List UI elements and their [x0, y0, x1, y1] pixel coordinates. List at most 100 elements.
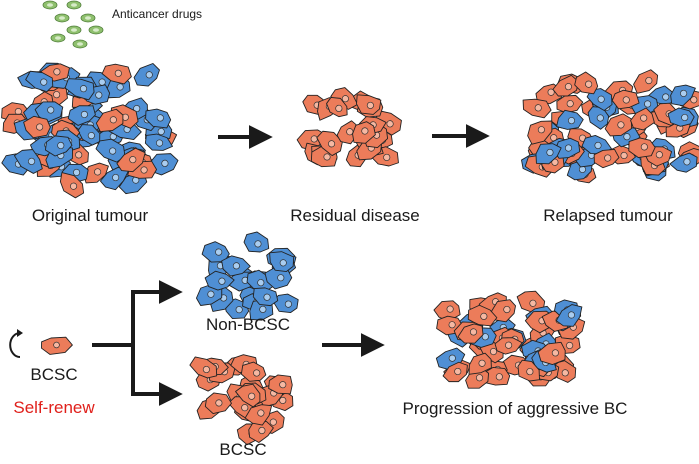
cell-nucleus: [161, 159, 169, 167]
bcsc-cell: [527, 120, 553, 145]
bcsc-cell: [556, 94, 584, 114]
cell-nucleus: [258, 426, 266, 435]
bcsc-cell: [41, 336, 73, 355]
bcsc-cell: [467, 304, 498, 327]
cell-nucleus: [94, 168, 102, 176]
bcsc-cell: [574, 71, 599, 95]
cell-nucleus: [341, 95, 349, 103]
non-bcsc-cell: [555, 304, 583, 327]
cell-nucleus: [454, 367, 462, 376]
cell-nucleus: [585, 80, 593, 88]
non-bcsc-cell: [67, 105, 96, 126]
non-bcsc-cell: [269, 251, 295, 272]
cell-nucleus: [640, 114, 648, 122]
cell-nucleus: [495, 373, 503, 381]
cell-nucleus: [662, 93, 670, 101]
cell-nucleus: [328, 140, 336, 148]
bcsc-cell: [95, 108, 124, 133]
cell-nucleus: [232, 262, 240, 270]
bcsc-cell: [189, 356, 218, 379]
cell-nucleus: [284, 300, 292, 308]
cell-nucleus: [40, 78, 48, 86]
cell-nucleus: [241, 404, 249, 412]
cell-nucleus: [87, 132, 95, 140]
cell-nucleus: [53, 341, 60, 349]
cell-nucleus: [145, 71, 153, 79]
non-bcsc-cell: [144, 133, 173, 151]
aggressive-bc-cluster: [433, 290, 586, 389]
non-bcsc-cell: [554, 137, 581, 159]
cell-nucleus: [597, 95, 605, 103]
cell-nucleus: [109, 116, 117, 124]
non-bcsc-cell: [243, 231, 270, 253]
original-tumour-label: Original tumour: [31, 206, 149, 225]
bcsc-cell: [537, 341, 566, 365]
cell-nucleus: [114, 69, 122, 77]
non-bcsc-cell: [99, 166, 130, 191]
cell-nucleus: [36, 123, 44, 131]
non-bcsc-cell: [264, 266, 293, 290]
cell-nucleus: [683, 158, 691, 166]
bcsc-cell: [59, 172, 85, 199]
bcsc-cell: [494, 337, 523, 355]
non-bcsc-cell: [145, 108, 172, 129]
cell-nucleus: [156, 114, 164, 122]
bcsc-cell: [240, 361, 267, 382]
cell-nucleus: [620, 151, 628, 160]
non-bcsc-cell: [535, 143, 562, 165]
bcsc-cell: [522, 98, 552, 119]
cell-nucleus: [248, 392, 256, 400]
single-bcsc-cell: [41, 336, 73, 355]
non-bcsc-cell: [221, 255, 251, 277]
bcsc-cell: [374, 110, 402, 136]
progression-label: Progression of aggressive BC: [402, 399, 628, 418]
non-bcsc-cluster: [195, 231, 299, 321]
cell-nucleus: [112, 173, 120, 182]
cell-nucleus: [140, 166, 148, 174]
non-bcsc-cell: [64, 78, 95, 101]
cell-nucleus: [386, 120, 394, 128]
bcsc-cell: [552, 74, 579, 97]
cell-nucleus: [567, 117, 576, 125]
cell-nucleus: [448, 354, 456, 362]
non-bcsc-cell: [133, 63, 160, 87]
bcsc-cell: [630, 107, 655, 131]
non-bcsc-cell: [44, 135, 73, 157]
residual-disease-label: Residual disease: [290, 206, 420, 225]
cell-nucleus: [235, 306, 243, 314]
cell-nucleus: [567, 311, 575, 319]
bcsc-cell: [517, 359, 540, 382]
bcsc-cell: [433, 300, 461, 322]
non-bcsc-cell: [587, 106, 610, 130]
cell-nucleus: [75, 151, 83, 159]
non-bcsc-cell: [667, 107, 695, 127]
non-bcsc-cell: [95, 138, 126, 163]
cell-nucleus: [95, 91, 103, 99]
cell-nucleus: [564, 144, 573, 152]
cell-nucleus: [383, 153, 391, 161]
cell-nucleus: [257, 409, 265, 417]
cell-nucleus: [80, 110, 88, 119]
bcsc-cell: [235, 383, 261, 408]
cell-nucleus: [655, 151, 663, 159]
cell-nucleus: [366, 101, 374, 109]
cell-nucleus: [70, 182, 78, 190]
cell-nucleus: [361, 127, 369, 135]
cell-nucleus: [73, 168, 81, 176]
cell-nucleus: [690, 96, 698, 104]
cell-nucleus: [622, 96, 630, 104]
cell-nucleus: [681, 113, 689, 122]
cell-nucleus: [478, 359, 486, 367]
cell-nucleus: [157, 127, 165, 136]
cell-nucleus: [253, 369, 261, 377]
cell-nucleus: [129, 156, 137, 164]
relapsed-tumour-label: Relapsed tumour: [543, 206, 673, 225]
bcsc-cluster: [189, 354, 294, 446]
cell-nucleus: [680, 89, 688, 97]
cell-nucleus: [215, 399, 223, 407]
cell-nucleus: [448, 321, 456, 329]
cell-nucleus: [526, 368, 534, 376]
cell-nucleus: [480, 312, 488, 320]
residual-disease-cluster: [296, 87, 402, 168]
